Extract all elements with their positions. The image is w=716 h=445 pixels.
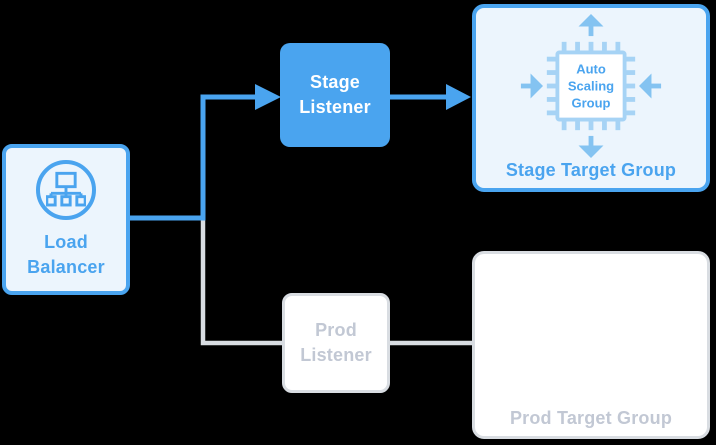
- arrowhead-icon: [446, 84, 471, 110]
- network-tree-icon: [46, 171, 86, 206]
- prod-listener-label: Prod Listener: [300, 320, 372, 365]
- node-stage-target-group: Auto Scaling Group Stage Target Group: [472, 4, 710, 192]
- node-prod-listener: Prod Listener: [282, 293, 390, 393]
- stage-target-group-label: Stage Target Group: [505, 160, 677, 180]
- arrowhead-icon: [255, 84, 281, 110]
- scale-arrows-icon: [520, 14, 662, 158]
- node-stage-listener: Stage Listener: [280, 43, 390, 147]
- edge-stage-listener-to-stage-target-group: [388, 84, 471, 110]
- load-balancer-label: Load Balancer: [27, 231, 105, 277]
- load-balancer-network-icon: [36, 159, 96, 220]
- stage-listener-label: Stage Listener: [299, 72, 371, 117]
- auto-scaling-chip-icon: Auto Scaling Group: [519, 14, 663, 158]
- node-prod-target-group: Prod Target Group: [472, 251, 710, 439]
- edge-load-balancer-to-stage-listener: [126, 84, 281, 221]
- chip-icon: [520, 14, 662, 158]
- chip-pins: [546, 41, 636, 131]
- auto-scaling-group-label: Auto Scaling Group: [567, 61, 615, 111]
- chip-body: [555, 50, 627, 122]
- prod-target-group-label: Prod Target Group: [509, 408, 673, 428]
- node-load-balancer: Load Balancer: [2, 144, 130, 295]
- edge-load-balancer-to-prod-listener: [200, 218, 290, 346]
